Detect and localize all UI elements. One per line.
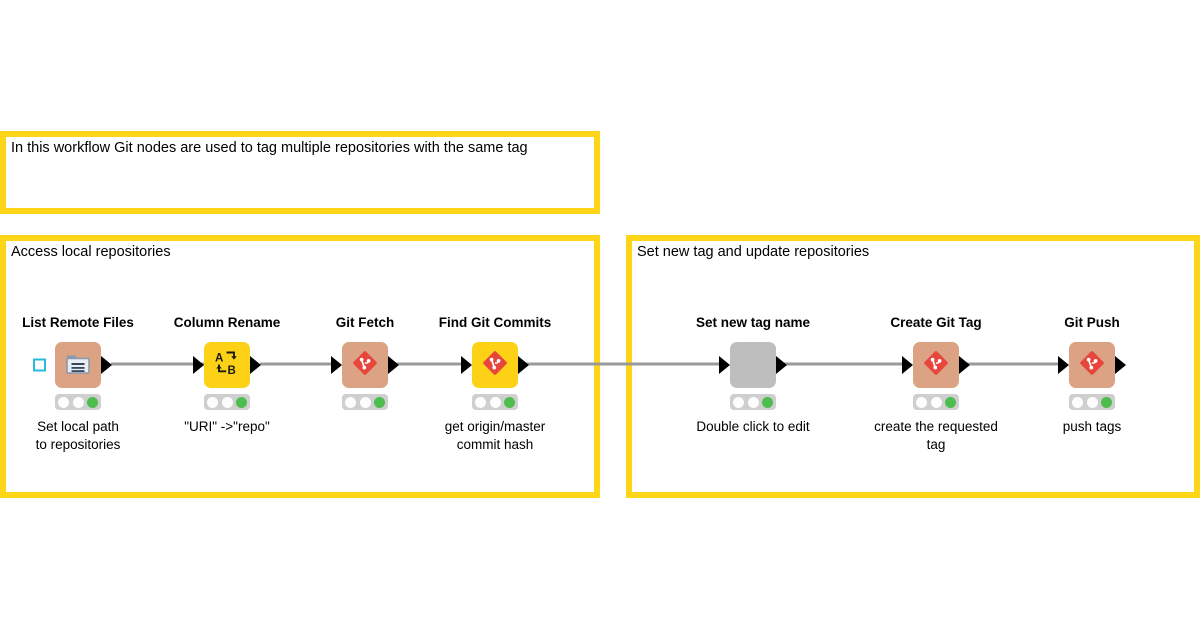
status-lamp-configured xyxy=(72,396,84,408)
status-badge xyxy=(55,394,101,410)
table-output-port[interactable] xyxy=(959,356,970,374)
node-subtitle: create the requested tag xyxy=(874,419,998,452)
status-lamp-executed xyxy=(761,396,773,408)
status-badge xyxy=(342,394,388,410)
node-git-push[interactable]: Git Push xyxy=(1022,315,1162,436)
status-lamp-idle xyxy=(916,396,928,408)
node-body[interactable]: A B xyxy=(157,342,297,388)
node-git-fetch[interactable]: Git Fetch xyxy=(295,315,435,418)
table-input-port[interactable] xyxy=(1058,356,1069,374)
status-lamp-executed xyxy=(235,396,247,408)
node-figure[interactable]: A B xyxy=(193,342,261,388)
status-lamp-configured xyxy=(359,396,371,408)
folder-document-icon xyxy=(64,349,92,382)
table-output-port[interactable] xyxy=(776,356,787,374)
node-subtitle: push tags xyxy=(1062,419,1122,434)
node-figure[interactable] xyxy=(331,342,399,388)
table-output-port[interactable] xyxy=(101,356,112,374)
node-title: Set new tag name xyxy=(695,315,811,330)
git-icon xyxy=(921,348,951,383)
status-lamp-configured xyxy=(747,396,759,408)
table-input-port[interactable] xyxy=(719,356,730,374)
annotation-description[interactable]: In this workflow Git nodes are used to t… xyxy=(0,131,600,214)
node-title: Column Rename xyxy=(173,315,281,330)
node-body[interactable] xyxy=(866,342,1006,388)
column-rename-icon: A B xyxy=(212,348,242,383)
status-lamp-configured xyxy=(930,396,942,408)
status-badge xyxy=(730,394,776,410)
node-figure[interactable] xyxy=(461,342,529,388)
status-badge xyxy=(913,394,959,410)
node-title: Git Fetch xyxy=(335,315,395,330)
node-subtitle: "URI" ->"repo" xyxy=(184,419,270,434)
node-find-git-commits[interactable]: Find Git Commits xyxy=(425,315,565,454)
status-lamp-executed xyxy=(1100,396,1112,408)
svg-text:A: A xyxy=(215,352,223,364)
node-title: Git Push xyxy=(1064,315,1120,330)
status-lamp-idle xyxy=(1072,396,1084,408)
git-icon xyxy=(1077,348,1107,383)
status-lamp-idle xyxy=(207,396,219,408)
status-lamp-executed xyxy=(86,396,98,408)
status-badge xyxy=(204,394,250,410)
node-figure[interactable] xyxy=(33,342,112,388)
status-lamp-idle xyxy=(345,396,357,408)
node-title: List Remote Files xyxy=(22,315,134,330)
table-output-port[interactable] xyxy=(518,356,529,374)
node-set-new-tag-name[interactable]: Set new tag name Double click to edit xyxy=(683,315,823,436)
annotation-group-left-title: Access local repositories xyxy=(11,244,171,260)
status-lamp-configured xyxy=(221,396,233,408)
filesystem-input-port[interactable] xyxy=(33,358,46,372)
node-subtitle: Double click to edit xyxy=(696,419,810,434)
status-lamp-idle xyxy=(58,396,70,408)
status-badge xyxy=(1069,394,1115,410)
table-input-port[interactable] xyxy=(902,356,913,374)
node-column-rename[interactable]: Column Rename A B xyxy=(157,315,297,436)
status-lamp-configured xyxy=(489,396,501,408)
status-lamp-executed xyxy=(503,396,515,408)
node-figure[interactable] xyxy=(1058,342,1126,388)
status-lamp-executed xyxy=(944,396,956,408)
annotation-description-text: In this workflow Git nodes are used to t… xyxy=(11,140,528,156)
annotation-group-right-title: Set new tag and update repositories xyxy=(637,244,870,260)
status-badge xyxy=(472,394,518,410)
node-body[interactable] xyxy=(425,342,565,388)
table-input-port[interactable] xyxy=(193,356,204,374)
git-icon xyxy=(350,348,380,383)
table-input-port[interactable] xyxy=(461,356,472,374)
node-body[interactable] xyxy=(683,342,823,388)
node-list-remote-files[interactable]: List Remote Files xyxy=(8,315,148,454)
node-create-git-tag[interactable]: Create Git Tag xyxy=(866,315,1006,454)
table-output-port[interactable] xyxy=(1115,356,1126,374)
node-body[interactable] xyxy=(1022,342,1162,388)
status-lamp-idle xyxy=(475,396,487,408)
node-figure[interactable] xyxy=(719,342,787,388)
table-input-port[interactable] xyxy=(331,356,342,374)
node-figure[interactable] xyxy=(902,342,970,388)
table-output-port[interactable] xyxy=(388,356,399,374)
table-output-port[interactable] xyxy=(250,356,261,374)
status-lamp-executed xyxy=(373,396,385,408)
node-body[interactable] xyxy=(8,342,148,388)
status-lamp-idle xyxy=(733,396,745,408)
git-icon xyxy=(480,348,510,383)
node-title: Create Git Tag xyxy=(890,315,982,330)
status-lamp-configured xyxy=(1086,396,1098,408)
svg-text:B: B xyxy=(228,365,236,377)
node-title: Find Git Commits xyxy=(438,315,552,330)
node-body[interactable] xyxy=(295,342,435,388)
